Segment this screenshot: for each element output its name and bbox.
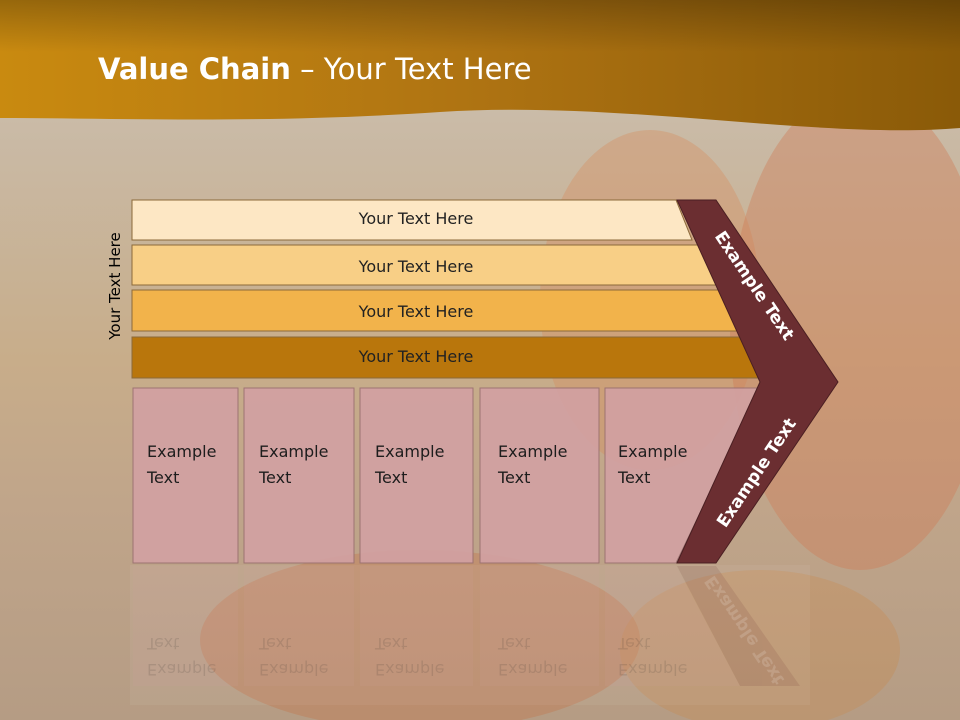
primary-activity-box-1 — [132, 387, 239, 564]
reflection-box-2 — [244, 566, 354, 686]
reflection-text-1: Example Text — [147, 630, 216, 682]
reflection-text-4-line2: Text — [498, 634, 531, 653]
reflection-text-1-line2: Text — [147, 634, 180, 653]
reflection-text-2-line1: Example — [259, 660, 329, 679]
box-3-line2: Text — [375, 468, 408, 487]
reflection-text-3-line1: Example — [375, 660, 445, 679]
box-3-line1: Example — [375, 442, 445, 461]
support-bar-4-label: Your Text Here — [358, 347, 474, 366]
title-bold: Value Chain — [98, 52, 291, 86]
primary-activity-box-4 — [479, 387, 600, 564]
primary-activity-box-3 — [359, 387, 474, 564]
reflection-text-3-line2: Text — [375, 634, 408, 653]
reflection-box-4 — [480, 566, 599, 686]
reflection-text-2-line2: Text — [259, 634, 292, 653]
support-bar-1 — [131, 199, 693, 241]
reflection-group — [133, 566, 800, 686]
box-2-line1: Example — [259, 442, 329, 461]
support-bar-2-label: Your Text Here — [358, 257, 474, 276]
reflection-text-3: Example Text — [375, 630, 444, 682]
reflection-box-5 — [605, 566, 740, 686]
reflection-box-1 — [133, 566, 238, 686]
reflection-chevron — [677, 566, 800, 686]
box-3-text: Example Text — [375, 439, 444, 491]
title-rest: – Your Text Here — [290, 52, 532, 86]
box-1-line2: Text — [147, 468, 180, 487]
box-5-text: Example Text — [618, 439, 687, 491]
box-4-text: Example Text — [498, 439, 567, 491]
reflection-text-5-line1: Example — [618, 660, 688, 679]
support-bar-1-label: Your Text Here — [358, 209, 474, 228]
primary-activity-box-5 — [604, 387, 761, 564]
box-1-line1: Example — [147, 442, 217, 461]
reflection-text-2: Example Text — [259, 630, 328, 682]
box-4-line1: Example — [498, 442, 568, 461]
support-bar-3-label: Your Text Here — [358, 302, 474, 321]
reflection-text-4: Example Text — [498, 630, 567, 682]
margin-chevron — [676, 199, 839, 564]
box-2-line2: Text — [259, 468, 292, 487]
reflection-text-1-line1: Example — [147, 660, 217, 679]
reflection-text-4-line1: Example — [498, 660, 568, 679]
box-5-line2: Text — [618, 468, 651, 487]
box-1-text: Example Text — [147, 439, 216, 491]
box-4-line2: Text — [498, 468, 531, 487]
slide-title: Value Chain – Your Text Here — [98, 52, 532, 86]
primary-activity-box-2 — [243, 387, 355, 564]
reflection-text-5-line2: Text — [618, 634, 651, 653]
box-5-line1: Example — [618, 442, 688, 461]
reflection-box-3 — [360, 566, 473, 686]
reflection-text-5: Example Text — [618, 630, 687, 682]
box-2-text: Example Text — [259, 439, 328, 491]
